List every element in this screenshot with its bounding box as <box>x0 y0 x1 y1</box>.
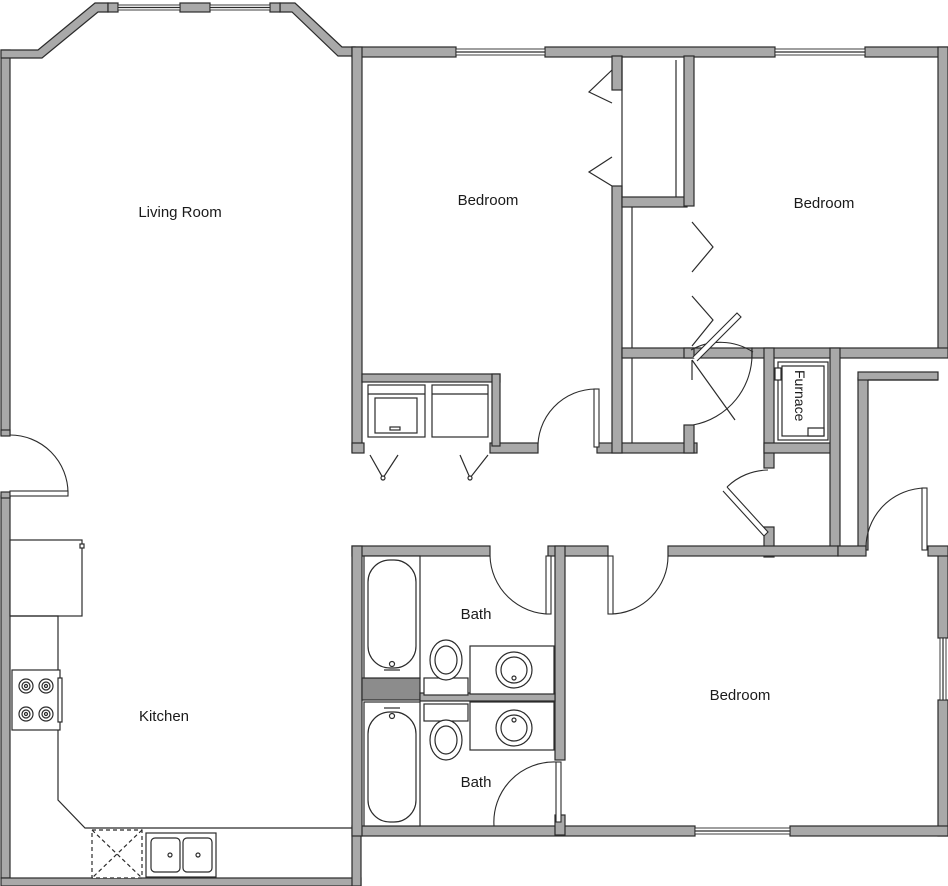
interior-walls <box>0 46 948 837</box>
living-room-label: Living Room <box>138 204 221 221</box>
bedroom-lower-label: Bedroom <box>710 687 771 704</box>
bath-lower-label: Bath <box>461 774 492 791</box>
doors <box>9 69 928 827</box>
laundry-appliances <box>367 384 489 438</box>
kitchen-label: Kitchen <box>139 708 189 725</box>
bedroom-center-label: Bedroom <box>458 192 519 209</box>
room-labels: Living Room Bedroom Bedroom Bedroom Kitc… <box>138 192 854 791</box>
closet-rods <box>621 56 938 443</box>
bedroom-right-label: Bedroom <box>794 195 855 212</box>
kitchen-fixtures <box>9 539 352 879</box>
furnace-label: Furnace <box>792 370 808 422</box>
furnace-unit: Furnace <box>774 361 829 441</box>
bath-upper-label: Bath <box>461 606 492 623</box>
bath-fixtures <box>363 555 555 827</box>
stove-burners <box>18 678 54 722</box>
windows <box>117 4 947 835</box>
